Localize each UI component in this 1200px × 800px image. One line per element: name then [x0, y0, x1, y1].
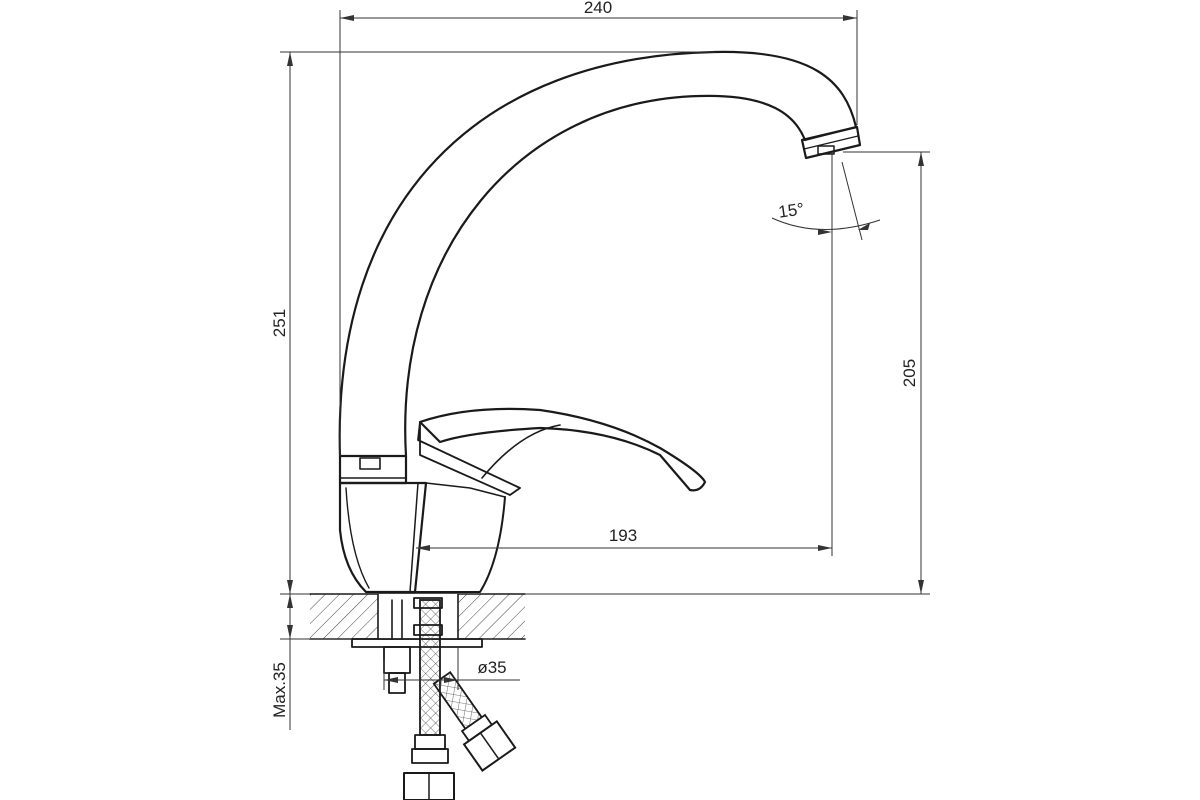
- aerator: [800, 125, 862, 160]
- label-spout-height: 205: [900, 359, 919, 387]
- dimension-max-thickness: Max.35: [270, 594, 352, 730]
- dimension-spray-angle: 15°: [771, 161, 881, 241]
- dimension-mounting-hole: ø35: [383, 647, 520, 690]
- handle-lever: [414, 407, 707, 593]
- label-max-thickness: Max.35: [270, 662, 289, 718]
- faucet-body: [338, 481, 428, 594]
- dimension-spout-reach: 193: [416, 152, 833, 556]
- label-spray-angle: 15°: [777, 199, 805, 221]
- label-overall-width: 240: [584, 0, 612, 17]
- countertop: [309, 593, 930, 640]
- dimension-overall-height: 251: [270, 51, 715, 595]
- label-spout-reach: 193: [609, 526, 637, 545]
- mounting-hardware: [351, 599, 483, 694]
- supply-hose-angled: [432, 671, 517, 772]
- swivel-ring: [338, 454, 408, 485]
- dimension-overall-width: 240: [339, 0, 858, 456]
- spout: [338, 50, 858, 458]
- dimension-spout-height: 205: [843, 151, 930, 594]
- supply-hose-straight: [403, 597, 455, 800]
- label-overall-height: 251: [270, 309, 289, 337]
- label-mounting-hole: ø35: [477, 658, 506, 677]
